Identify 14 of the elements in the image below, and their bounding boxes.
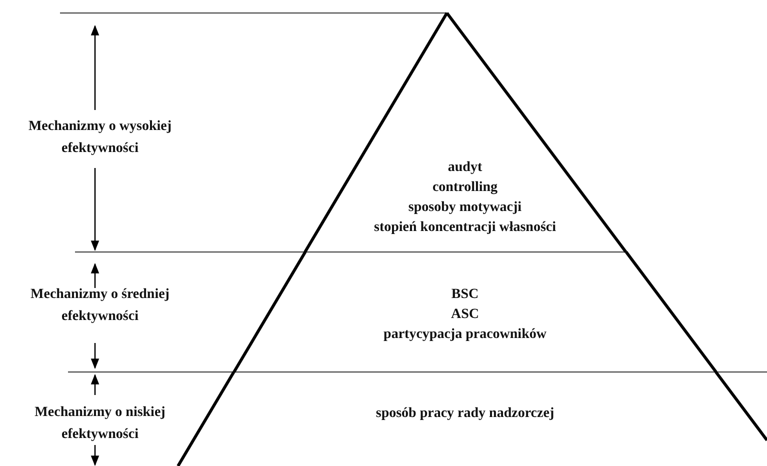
pyramid-tier <box>305 13 626 252</box>
tier-text: ASC <box>450 306 479 324</box>
tier-text: controlling <box>432 179 498 197</box>
pyramid-tier <box>234 252 716 372</box>
tier-text: audyt <box>448 159 482 177</box>
tier-text: sposób pracy rady nadzorczej <box>376 405 554 423</box>
level-label: Mechanizmy o niskiej efektywności <box>34 404 166 444</box>
level-label: Mechanizmy o średniej efektywności <box>30 286 170 326</box>
tier-text: sposoby motywacji <box>408 199 522 217</box>
tier-text: stopień koncentracji własności <box>374 219 556 237</box>
level-label: Mechanizmy o wysokiej efektywności <box>27 118 173 158</box>
pyramid-tier <box>178 372 767 466</box>
tier-text: BSC <box>451 286 479 304</box>
tier-text: partycypacja pracowników <box>384 326 546 344</box>
